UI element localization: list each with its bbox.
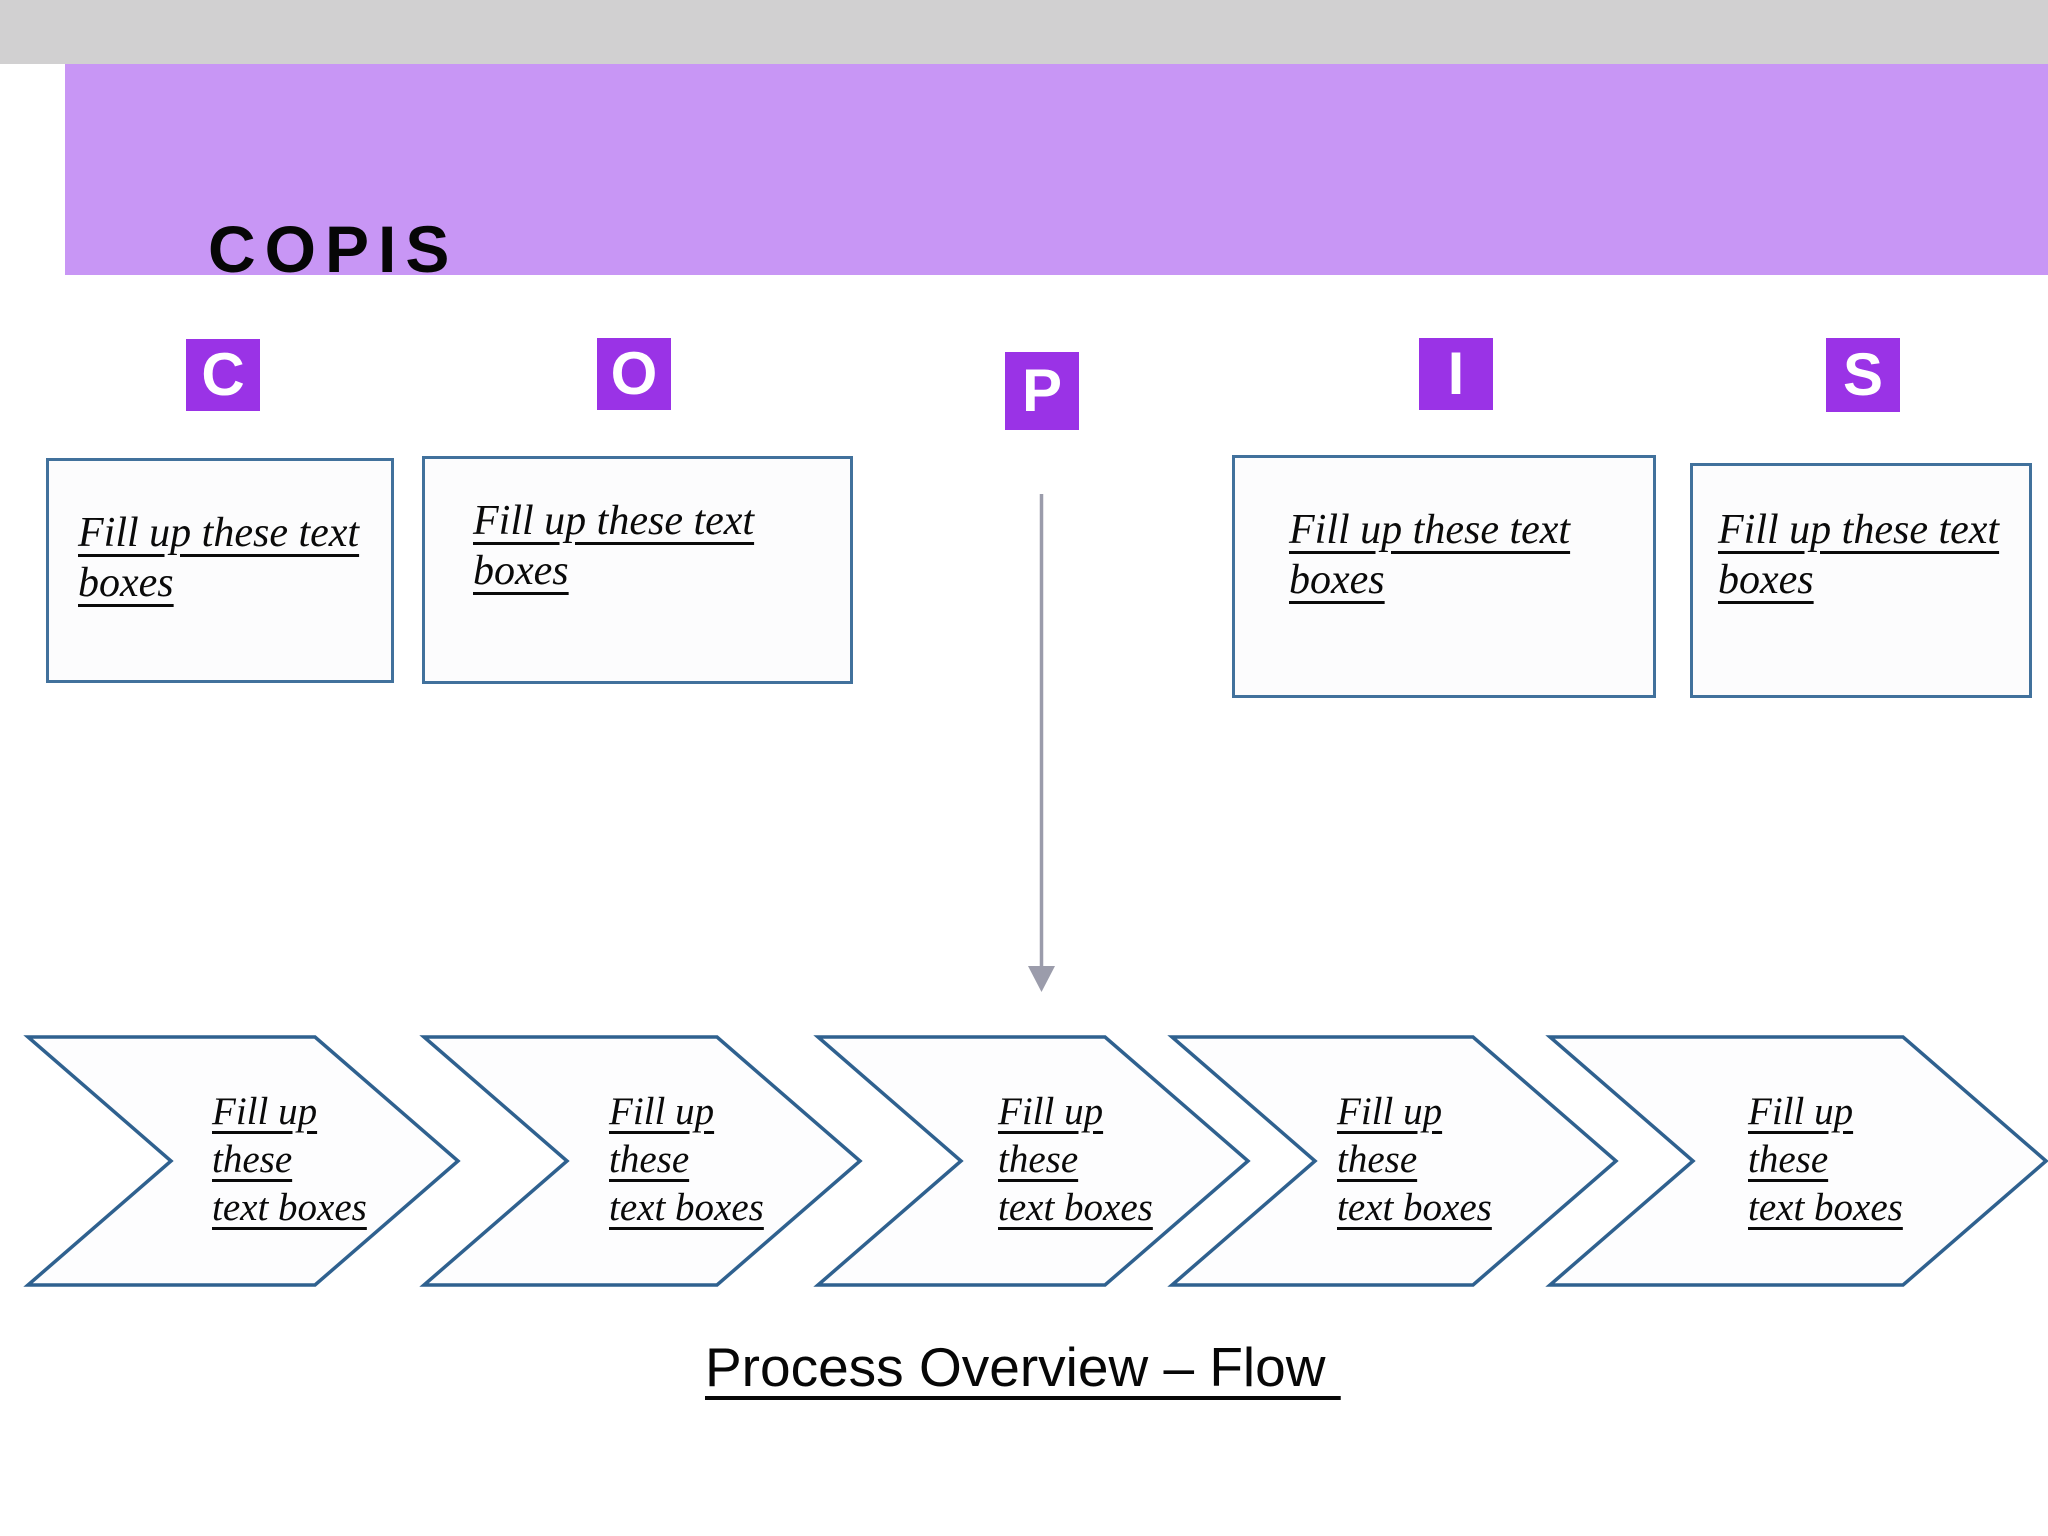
down-arrow: [1028, 494, 1055, 992]
chevron-shape-4[interactable]: [1167, 1035, 1619, 1287]
letter-badge-o-label: O: [610, 340, 658, 407]
slide-title: COPIS: [208, 212, 459, 286]
footer-title: Process Overview – Flow: [705, 1336, 1341, 1398]
text-box-s-placeholder: Fill up these text boxes: [1718, 507, 2000, 603]
chevron-shape-3[interactable]: [813, 1035, 1251, 1287]
chevron-text-1[interactable]: Fill up these text boxes: [212, 1090, 367, 1229]
text-box-o[interactable]: Fill up these text boxes: [422, 456, 853, 684]
letter-badge-p: P: [1005, 352, 1079, 430]
letter-badge-i-label: I: [1447, 340, 1465, 407]
header-band: COPIS: [65, 64, 2048, 282]
text-box-c-placeholder: Fill up these text boxes: [78, 510, 360, 606]
letter-badge-o: O: [597, 338, 671, 410]
top-gray-band: [0, 0, 2048, 64]
text-box-o-placeholder: Fill up these text boxes: [473, 498, 755, 594]
letter-badge-s: S: [1826, 338, 1900, 412]
chevron-shape-5[interactable]: [1545, 1035, 2048, 1287]
chevron-shape-1[interactable]: [23, 1035, 461, 1287]
text-box-c[interactable]: Fill up these text boxes: [46, 458, 394, 683]
chevron-text-3[interactable]: Fill up these text boxes: [998, 1090, 1153, 1229]
process-flow-chevrons: [23, 1035, 2048, 1287]
letter-badge-i: I: [1419, 338, 1493, 410]
chevron-text-5[interactable]: Fill up these text boxes: [1748, 1090, 1903, 1229]
chevron-shape-2[interactable]: [419, 1035, 863, 1287]
down-arrow-head: [1028, 966, 1055, 992]
letter-badge-s-label: S: [1842, 341, 1884, 408]
text-box-i[interactable]: Fill up these text boxes: [1232, 455, 1656, 698]
text-box-i-placeholder: Fill up these text boxes: [1289, 507, 1571, 603]
chevron-text-2[interactable]: Fill up these text boxes: [609, 1090, 764, 1229]
letter-badge-p-label: P: [1021, 357, 1063, 424]
text-box-s[interactable]: Fill up these text boxes: [1690, 463, 2032, 698]
chevron-text-4[interactable]: Fill up these text boxes: [1337, 1090, 1492, 1229]
letter-badge-c: C: [186, 339, 260, 411]
letter-badge-c-label: C: [201, 341, 245, 408]
